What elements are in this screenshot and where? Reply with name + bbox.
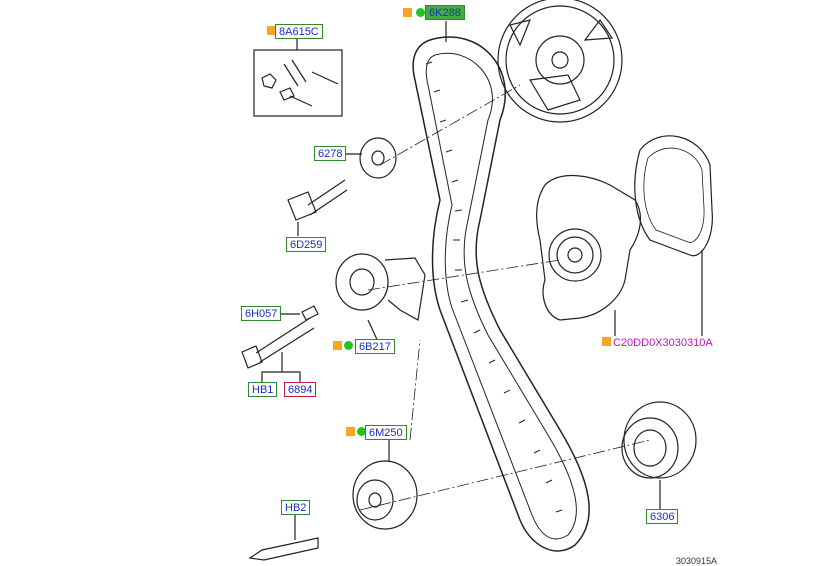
- bolt-hb2: [248, 537, 319, 561]
- status-dot: [357, 427, 366, 436]
- callout-hb2[interactable]: HB2: [281, 500, 311, 515]
- idler-pulley: [359, 137, 397, 179]
- sleeve-6h057: [301, 305, 319, 321]
- idler-pulley-6m250: [352, 460, 418, 530]
- callout-6d259[interactable]: 6D259: [286, 237, 327, 252]
- callout-6h057[interactable]: 6H057: [241, 306, 282, 321]
- fastener-kit-box: [253, 49, 343, 117]
- camshaft-sprocket: [497, 0, 623, 123]
- status-dot: [344, 341, 353, 350]
- status-marker: [267, 26, 276, 35]
- status-marker: [346, 427, 355, 436]
- belt-teeth: [425, 61, 563, 513]
- timing-belt: [412, 36, 590, 552]
- water-pump-gasket: [634, 135, 713, 257]
- diagram-reference-number: 3030915A: [676, 556, 718, 566]
- status-marker: [333, 341, 342, 350]
- callout-8a615c[interactable]: 8A615C: [275, 24, 323, 39]
- water-pump: [536, 174, 642, 321]
- callout-6278[interactable]: 6278: [314, 146, 347, 161]
- crankshaft-sprocket: [623, 401, 697, 479]
- callout-6m250[interactable]: 6M250: [365, 425, 407, 440]
- status-marker: [403, 8, 412, 17]
- callout-6k288[interactable]: 6K288: [425, 5, 465, 20]
- callout-6306[interactable]: 6306: [646, 509, 679, 524]
- callout-6894[interactable]: 6894: [284, 382, 317, 397]
- bolt-hb1: [241, 317, 315, 369]
- status-marker: [602, 337, 611, 346]
- callout-6b217[interactable]: 6B217: [355, 339, 395, 354]
- callout-c20dd0x3030310a[interactable]: C20DD0X3030310A: [613, 336, 713, 351]
- callout-hb1[interactable]: HB1: [248, 382, 278, 397]
- bolt-6d259: [287, 179, 348, 221]
- timing-belt-inner: [425, 52, 577, 540]
- belt-tensioner: [335, 253, 389, 311]
- status-dot: [416, 8, 425, 17]
